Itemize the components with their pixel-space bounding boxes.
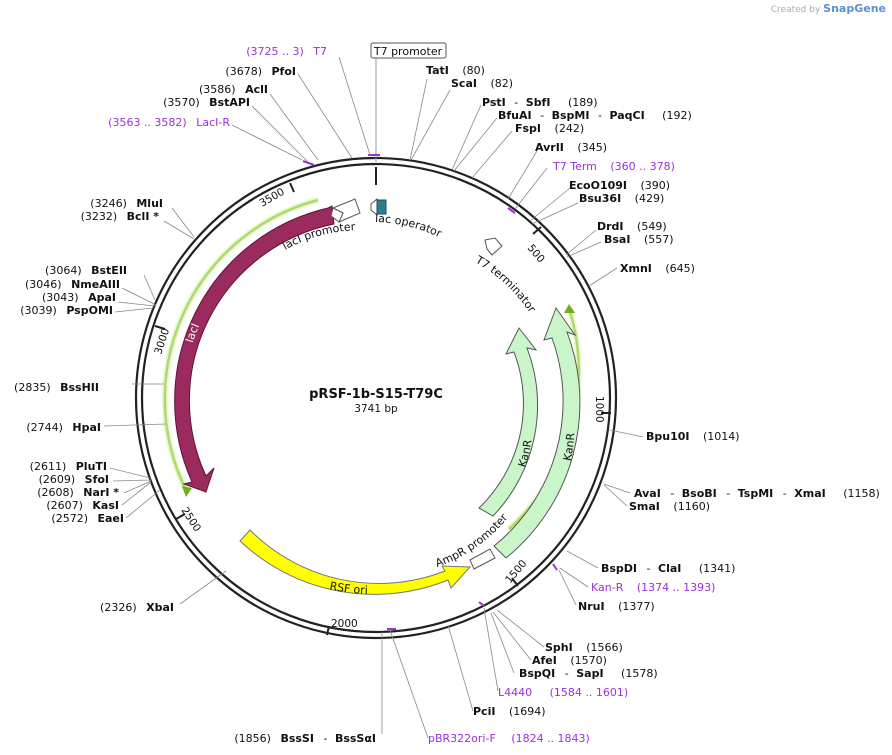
- site-avai[interactable]: AvaI - BsoBI - TspMI - XmaI (1158): [634, 487, 880, 500]
- kanr-green-head: [564, 304, 575, 313]
- site-psti[interactable]: PstI - SbfI (189): [482, 96, 598, 109]
- site-sfoi[interactable]: (2609) SfoI: [39, 473, 109, 486]
- site-bspqi[interactable]: BspQI - SapI (1578): [519, 667, 658, 680]
- t7-terminator-arrow[interactable]: [484, 237, 503, 256]
- site-smai[interactable]: SmaI (1160): [629, 500, 710, 513]
- site-kan-r[interactable]: Kan-R (1374 .. 1393): [591, 581, 715, 594]
- lac-operator-label: lac operator: [375, 212, 444, 240]
- kanr-outer-arrow[interactable]: [493, 306, 581, 559]
- site-laci-r[interactable]: (3563 .. 3582) LacI-R: [108, 116, 230, 129]
- kanr-inner-arrow[interactable]: [478, 327, 539, 517]
- site-l4440[interactable]: L4440 (1584 .. 1601): [498, 686, 628, 699]
- position-ticks: [154, 167, 611, 636]
- site-nrui[interactable]: NruI (1377): [578, 600, 655, 613]
- site-pcii[interactable]: PciI (1694): [473, 705, 546, 718]
- site-bsshii[interactable]: (2835) BssHII: [14, 381, 99, 394]
- tick-label-1000: 1000: [593, 396, 605, 423]
- site-bsteii[interactable]: (3064) BstEII: [45, 264, 127, 277]
- t7-promoter-box: [370, 42, 447, 59]
- tick-label-1500: 1500: [503, 558, 529, 586]
- rsf-ori-arrow[interactable]: [239, 529, 472, 595]
- site-bsssi[interactable]: (1856) BssSI - BssSαI: [234, 732, 376, 745]
- site-bsu36i[interactable]: Bsu36I (429): [579, 192, 664, 205]
- t7-promoter-small-arrow: [370, 197, 378, 217]
- backbone-inner: [140, 162, 612, 634]
- site-pluti[interactable]: (2611) PluTI: [30, 460, 107, 473]
- site-nari[interactable]: (2608) NarI *: [37, 486, 119, 499]
- site-eaei[interactable]: (2572) EaeI: [51, 512, 124, 525]
- tick-label-2000: 2000: [331, 618, 358, 630]
- site-scai[interactable]: ScaI (82): [451, 77, 513, 90]
- primer-marks: [302, 154, 558, 630]
- site-leaders: [103, 56, 644, 739]
- site-pfoi[interactable]: (3678) PfoI: [225, 65, 296, 78]
- site-tati[interactable]: TatI (80): [426, 64, 485, 77]
- site-fspi[interactable]: FspI (242): [515, 122, 584, 135]
- site-xmni[interactable]: XmnI (645): [620, 262, 695, 275]
- site-apai[interactable]: (3043) ApaI: [42, 291, 116, 304]
- ampr-promoter-arrow[interactable]: [469, 548, 496, 570]
- site-hpai[interactable]: (2744) HpaI: [26, 421, 101, 434]
- site-sphi[interactable]: SphI (1566): [545, 641, 623, 654]
- laci-feature[interactable]: [174, 205, 335, 493]
- site-afei[interactable]: AfeI (1570): [532, 654, 607, 667]
- site-pbr322ori-f[interactable]: pBR322ori-F (1824 .. 1843): [428, 732, 590, 745]
- site-nmeaiii[interactable]: (3046) NmeAIII: [25, 278, 120, 291]
- site-t7[interactable]: (3725 .. 3) T7: [246, 45, 327, 58]
- site-bpu10i[interactable]: Bpu10I (1014): [646, 430, 740, 443]
- laci-green-head: [182, 486, 192, 497]
- tick-label-500: 500: [525, 242, 547, 265]
- site-acli[interactable]: (3586) AclI: [199, 83, 268, 96]
- plasmid-name: pRSF-1b-S15-T79C: [309, 387, 443, 402]
- site-mlui[interactable]: (3246) MluI: [90, 197, 163, 210]
- site-bfuai[interactable]: BfuAI - BspMI - PaqCI (192): [498, 109, 692, 122]
- site-pspomi[interactable]: (3039) PspOMI: [20, 304, 113, 317]
- site-bsai[interactable]: BsaI (557): [604, 233, 674, 246]
- plasmid-length: 3741 bp: [354, 403, 398, 415]
- site-bstapi[interactable]: (3570) BstAPI: [163, 96, 250, 109]
- site-drdi[interactable]: DrdI (549): [597, 220, 667, 233]
- site-bspdi[interactable]: BspDI - ClaI (1341): [601, 562, 735, 575]
- t7-promoter-label: T7 promoter: [373, 45, 443, 58]
- site-xbai[interactable]: (2326) XbaI: [100, 601, 174, 614]
- site-avrii[interactable]: AvrII (345): [535, 141, 607, 154]
- site-ecoo109i[interactable]: EcoO109I (390): [569, 179, 670, 192]
- t7-terminator-label: T7 terminator: [473, 253, 539, 315]
- site-bcli[interactable]: (3232) BclI *: [81, 210, 160, 223]
- site-t7-term[interactable]: T7 Term (360 .. 378): [552, 160, 675, 173]
- laci-green-halo: [161, 197, 319, 494]
- site-kasi[interactable]: (2607) KasI: [46, 499, 119, 512]
- rsf-ori-label: RSF ori: [329, 579, 368, 597]
- lac-operator-box[interactable]: [376, 199, 387, 215]
- laci-promoter-head: [330, 207, 344, 223]
- kanr-outer-label: KanR: [561, 432, 577, 462]
- snapgene-watermark: Created by SnapGene: [770, 2, 886, 15]
